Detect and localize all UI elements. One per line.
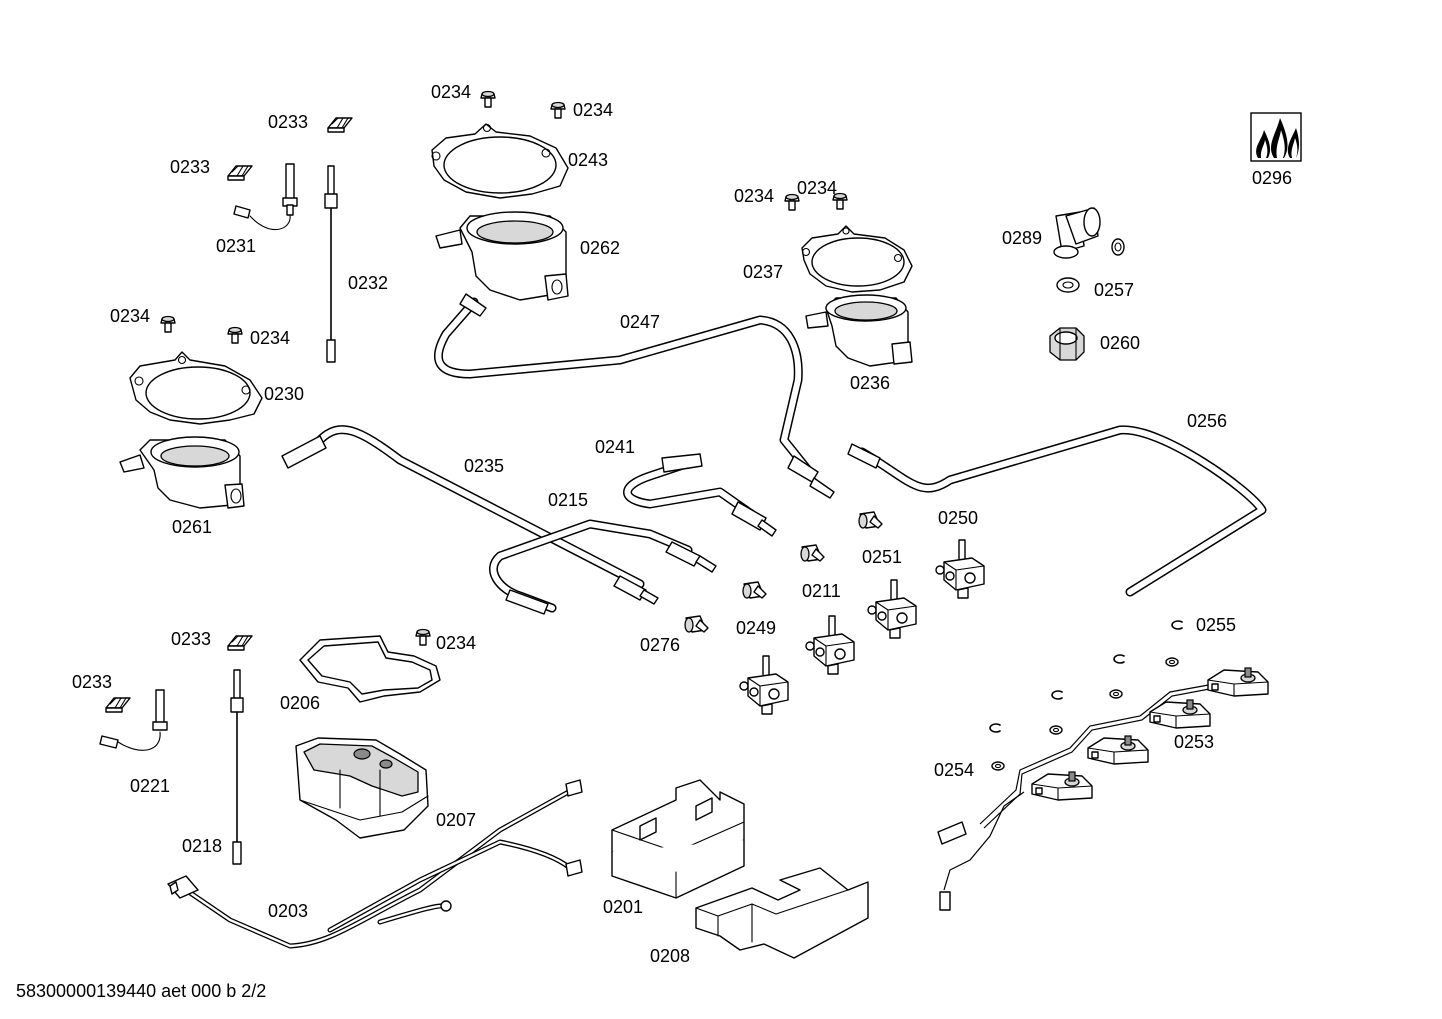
label-0237: 0237 (743, 262, 783, 282)
label-0261: 0261 (172, 517, 212, 537)
label-0256: 0256 (1187, 411, 1227, 431)
label-0251: 0251 (862, 547, 902, 567)
label-0234-e: 0234 (110, 306, 150, 326)
burner-housing-0207 (295, 737, 429, 839)
label-0234-d: 0234 (797, 178, 837, 198)
label-0276: 0276 (640, 635, 680, 655)
label-0215: 0215 (548, 490, 588, 510)
label-0254: 0254 (934, 760, 974, 780)
cover-0208 (695, 867, 869, 959)
label-0262: 0262 (580, 238, 620, 258)
label-0206: 0206 (280, 693, 320, 713)
label-0207: 0207 (436, 810, 476, 830)
label-0208: 0208 (650, 946, 690, 966)
label-0260: 0260 (1100, 333, 1140, 353)
label-0241: 0241 (595, 437, 635, 457)
elbow-fitting-0289 (1053, 207, 1101, 259)
burner-cup-0261 (119, 436, 245, 509)
label-0233-a: 0233 (268, 112, 308, 132)
gas-pipe-0247 (433, 293, 835, 499)
label-0233-b: 0233 (170, 157, 210, 177)
document-code: 58300000139440 aet 000 b 2/2 (16, 981, 266, 1001)
label-0243: 0243 (568, 150, 608, 170)
label-0247: 0247 (620, 312, 660, 332)
burner-gasket-0230 (129, 351, 263, 425)
label-0221: 0221 (130, 776, 170, 796)
nozzle-0276 (684, 615, 709, 633)
label-0234-f: 0234 (250, 328, 290, 348)
label-0289: 0289 (1002, 228, 1042, 248)
label-0211: 0211 (802, 581, 841, 601)
label-0203: 0203 (268, 901, 308, 921)
label-0296: 0296 (1252, 168, 1292, 188)
label-0255: 0255 (1196, 615, 1236, 635)
gas-pipe-0241 (623, 453, 777, 537)
nut-0260 (1049, 327, 1085, 361)
thermocouple-0232 (324, 165, 338, 363)
seal-0206 (299, 635, 441, 703)
label-0234-b: 0234 (573, 100, 613, 120)
label-0235: 0235 (464, 456, 504, 476)
gas-pipe-0256 (847, 425, 1267, 597)
label-0250: 0250 (938, 508, 978, 528)
label-0233-c: 0233 (171, 629, 211, 649)
gas-pipe-0215 (489, 519, 717, 615)
label-0234-g: 0234 (436, 633, 476, 653)
burner-gasket-0243 (431, 123, 569, 199)
label-0249: 0249 (736, 618, 776, 638)
burner-cup-0236 (805, 294, 913, 367)
spark-harness-0253 (937, 667, 1269, 911)
label-0236: 0236 (850, 373, 890, 393)
ignition-electrode-0231 (233, 163, 298, 231)
label-0233-d: 0233 (72, 672, 112, 692)
burner-cup-0262 (435, 211, 569, 301)
wiring-harness-0203 (167, 779, 583, 949)
label-0253: 0253 (1174, 732, 1214, 752)
gas-pipe-0235 (281, 425, 659, 605)
label-0234-c: 0234 (734, 186, 774, 206)
label-0234-a: 0234 (431, 82, 471, 102)
label-0231: 0231 (216, 236, 256, 256)
label-0230: 0230 (264, 384, 304, 404)
thermocouple-0218 (230, 669, 244, 865)
washer-0257 (1056, 238, 1125, 293)
label-0232: 0232 (348, 273, 388, 293)
ignition-electrode-0221 (99, 689, 168, 751)
label-0201: 0201 (603, 897, 643, 917)
control-box-0201 (611, 779, 745, 899)
label-0257: 0257 (1094, 280, 1134, 300)
burner-gasket-0237 (801, 225, 913, 293)
flame-symbol-0296 (1250, 112, 1302, 162)
nozzle-0251 (858, 511, 883, 529)
label-0218: 0218 (182, 836, 222, 856)
